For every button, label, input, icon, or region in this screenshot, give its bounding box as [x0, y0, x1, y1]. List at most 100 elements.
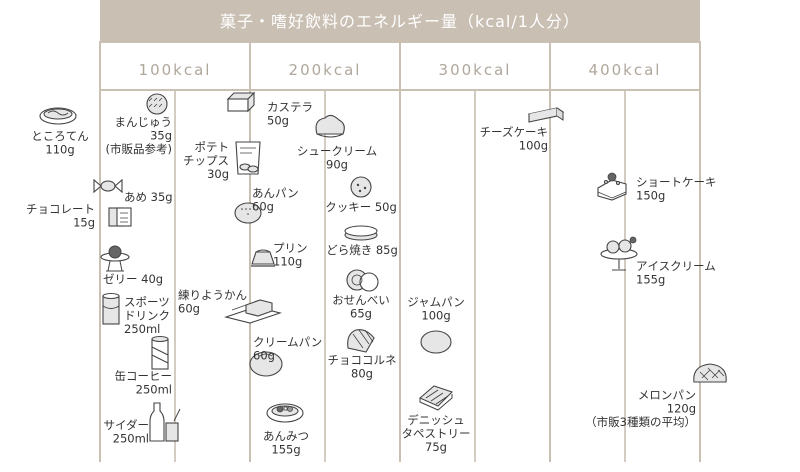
- pudding-icon: [251, 249, 275, 267]
- band-label: 300kcal: [439, 61, 512, 79]
- data-label-line: 30g: [207, 167, 229, 181]
- data-label-line: ジャムパン: [407, 295, 465, 309]
- data-label-line: チョココルネ: [328, 353, 397, 367]
- data-label-line: 155g: [636, 273, 665, 287]
- cheesecake-icon: [527, 107, 565, 123]
- jelly-cup-icon: [100, 245, 130, 272]
- data-label-line: 250ml: [124, 322, 160, 336]
- senbei-icon: [346, 269, 379, 292]
- data-label-line: メロンパン: [638, 388, 696, 402]
- noodle-bowl-icon: [39, 107, 77, 125]
- data-label-line: 100g: [421, 309, 450, 323]
- drink-can-icon: [102, 292, 120, 325]
- data-label-line: 60g: [253, 349, 275, 363]
- data-label-line: ゼリー 40g: [103, 272, 163, 286]
- data-label-line: ショートケーキ: [636, 175, 717, 189]
- melon-pan-icon: [693, 363, 727, 383]
- castella-icon: [226, 91, 256, 113]
- data-label-line: 110g: [45, 143, 74, 157]
- data-label-line: 80g: [351, 367, 373, 381]
- data-label-line: どら焼き 85g: [326, 243, 398, 257]
- data-label-line: ポテト: [195, 140, 230, 154]
- data-label-jelly: ゼリー 40g: [103, 272, 163, 286]
- data-label-line: 120g: [667, 402, 696, 416]
- bun-icon: [146, 93, 168, 115]
- data-label-line: 75g: [425, 440, 447, 454]
- data-label-line: 250ml: [136, 383, 172, 397]
- band-label: 400kcal: [589, 61, 662, 79]
- cookie-icon: [350, 176, 372, 198]
- data-label-line: 60g: [252, 200, 274, 214]
- cream-puff-icon: [315, 114, 345, 138]
- data-label-line: デニッシュ: [407, 413, 465, 427]
- data-label-line: ところてん: [31, 129, 89, 143]
- data-label-line: 150g: [636, 189, 665, 203]
- data-label-line: （市販3種類の平均）: [585, 415, 696, 429]
- band-label: 100kcal: [139, 61, 212, 79]
- coffee-can-icon: [151, 335, 169, 370]
- anpan-icon: [234, 202, 262, 224]
- data-label-line: 250ml: [113, 432, 149, 446]
- data-label-line: あんパン: [252, 186, 299, 200]
- data-label-dorayaki: どら焼き 85g: [326, 243, 398, 257]
- data-label-line: チーズケーキ: [480, 125, 548, 139]
- shortcake-icon: [597, 172, 627, 201]
- cream-bun-icon: [249, 351, 283, 377]
- data-label-line: アイスクリーム: [636, 259, 716, 273]
- chocolate-bar-icon: [108, 207, 132, 227]
- data-label-line: 110g: [273, 255, 302, 269]
- data-label-line: カステラ: [267, 100, 313, 114]
- chart-title: 菓子・嗜好飲料のエネルギー量（kcal/1人分）: [220, 12, 580, 31]
- data-label-line: タペストリー: [402, 427, 471, 441]
- bottle-glass-icon: [149, 402, 181, 442]
- data-label-ame: あめ 35g: [124, 190, 173, 204]
- data-label-line: あんみつ: [263, 429, 309, 443]
- data-label-line: サイダー: [103, 418, 149, 432]
- band-label: 200kcal: [289, 61, 362, 79]
- title-bar: [100, 0, 700, 42]
- data-label-line: クリームパン: [253, 335, 322, 349]
- chips-bag-icon: [235, 141, 261, 175]
- yokan-icon: [224, 299, 282, 324]
- data-label-line: (市販品参考): [106, 142, 172, 156]
- data-label-line: チョコレート: [26, 202, 95, 216]
- candy-icon: [93, 178, 123, 194]
- data-label-line: 155g: [271, 443, 300, 457]
- data-label-line: 60g: [178, 302, 200, 316]
- data-label-line: チップス: [183, 154, 229, 168]
- data-label-line: 50g: [267, 114, 289, 128]
- data-label-line: スポーツ: [124, 295, 170, 309]
- data-label-line: 35g: [150, 129, 172, 143]
- data-label-line: 90g: [326, 158, 348, 172]
- data-label-line: 缶コーヒー: [115, 369, 173, 383]
- data-label-cookie: クッキー 50g: [325, 200, 397, 214]
- data-label-line: 65g: [350, 307, 372, 321]
- data-label-line: おせんべい: [332, 293, 390, 307]
- data-label-line: ドリンク: [124, 309, 170, 323]
- danish-icon: [418, 385, 454, 411]
- data-label-line: クッキー 50g: [325, 200, 397, 214]
